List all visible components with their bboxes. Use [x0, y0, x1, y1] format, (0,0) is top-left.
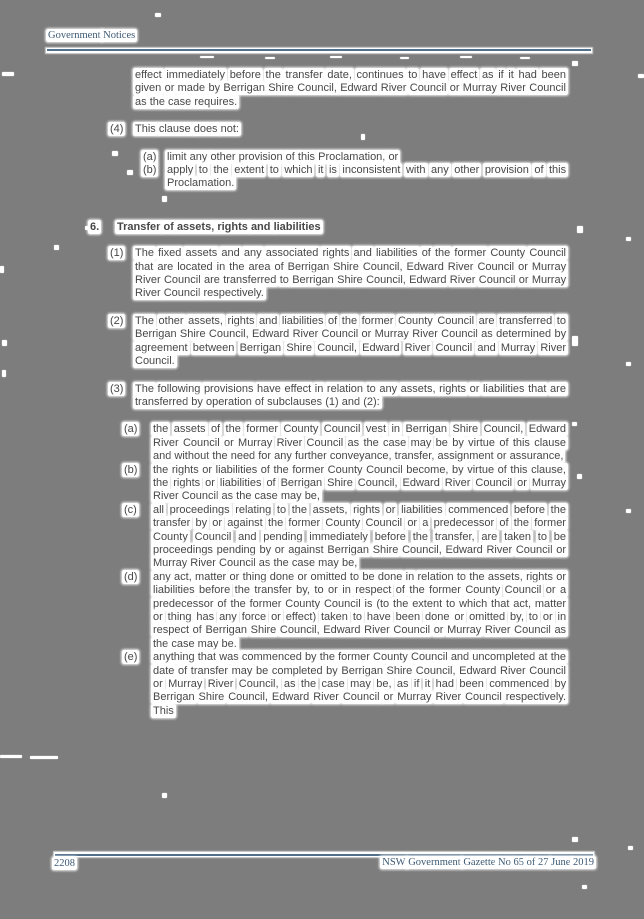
noise-speck: [155, 13, 161, 17]
clause-4-item-a: (a) limit any other provision of this Pr…: [90, 149, 566, 164]
noise-speck: [2, 370, 6, 377]
noise-speck: [162, 196, 167, 202]
item-text: apply to the extent to which it is incon…: [165, 163, 569, 191]
item-label: (b): [122, 462, 140, 477]
item-text: the assets of the former County Council …: [151, 422, 569, 464]
noise-speck: [572, 61, 578, 66]
noise-speck: [626, 237, 631, 241]
clause-4-number: (4): [108, 122, 126, 137]
clause-6-3-item-a: (a) the assets of the former County Coun…: [90, 422, 569, 464]
clause-4-items: (a) limit any other provision of this Pr…: [90, 149, 569, 191]
section-6-heading: 6. Transfer of assets, rights and liabil…: [88, 219, 566, 234]
item-label: (c): [122, 502, 139, 517]
clause-number: (1): [108, 246, 126, 261]
scan-artifact: [460, 56, 472, 58]
footer-rule: [54, 852, 594, 857]
noise-speck: [361, 134, 365, 140]
noise-speck: [2, 72, 14, 76]
noise-speck: [626, 509, 631, 513]
noise-speck: [638, 74, 644, 78]
item-text: all proceedings relating to the assets, …: [151, 502, 569, 571]
section-title: Transfer of assets, rights and liabiliti…: [115, 219, 323, 234]
clause-6-3-item-d: (d) any act, matter or thing done or omi…: [90, 569, 569, 651]
clause-text: The fixed assets and any associated righ…: [133, 246, 569, 301]
clause-text: The following provisions have effect in …: [133, 381, 568, 409]
noise-speck: [127, 170, 133, 175]
clause-6-3-item-e: (e) anything that was commenced by the f…: [90, 650, 569, 718]
noise-speck: [2, 340, 7, 346]
clause-6-2: (2) The other assets, rights and liabili…: [90, 313, 569, 369]
page-title: Government Notices: [46, 29, 138, 42]
noise-speck: [628, 846, 633, 850]
scan-artifact: [330, 56, 342, 58]
item-label: (a): [141, 149, 159, 164]
item-text: the rights or liabilities of the former …: [151, 462, 569, 504]
item-label: (d): [122, 569, 140, 584]
item-text: anything that was commenced by the forme…: [151, 650, 569, 718]
noise-speck: [54, 245, 59, 250]
noise-speck: [0, 266, 4, 273]
item-label: (b): [141, 163, 159, 178]
noise-speck: [582, 885, 587, 889]
noise-speck: [162, 793, 167, 798]
item-label: (e): [122, 650, 140, 665]
clause-text: The other assets, rights and liabilities…: [133, 313, 569, 369]
clause-6-3-item-c: (c) all proceedings relating to the asse…: [90, 502, 569, 571]
section-number: 6.: [88, 219, 102, 234]
clause-4-text: This clause does not:: [133, 122, 241, 137]
clause-number: (2): [108, 313, 126, 328]
noise-speck: [572, 336, 578, 346]
item-text: any act, matter or thing done or omitted…: [151, 569, 569, 651]
noise-speck: [626, 362, 631, 366]
noise-speck: [572, 837, 578, 842]
gazette-reference: NSW Government Gazette No 65 of 27 June …: [380, 856, 596, 869]
noise-speck: [30, 756, 58, 759]
noise-speck: [572, 422, 577, 426]
scan-artifact: [520, 57, 530, 59]
clause-6-3: (3) The following provisions have effect…: [90, 381, 568, 410]
clause-4: (4) This clause does not:: [90, 122, 566, 137]
noise-speck: [577, 226, 583, 233]
paragraph-continuation: effect immediately before the transfer d…: [133, 68, 568, 109]
noise-speck: [577, 474, 582, 479]
clause-6-3-item-b: (b) the rights or liabilities of the for…: [90, 462, 569, 504]
clause-number: (3): [108, 381, 126, 396]
document-body: effect immediately before the transfer d…: [88, 68, 569, 718]
noise-speck: [112, 151, 118, 156]
scan-artifact: [400, 57, 409, 59]
page-number: 2208: [52, 857, 77, 870]
item-label: (a): [122, 422, 140, 437]
scan-artifact: [265, 57, 275, 59]
clause-6-1: (1) The fixed assets and any associated …: [90, 246, 569, 301]
scan-artifact: [200, 56, 214, 58]
clause-6-3-items: (a) the assets of the former County Coun…: [90, 422, 569, 718]
clause-4-item-b: (b) apply to the extent to which it is i…: [90, 163, 569, 191]
noise-speck: [85, 226, 90, 230]
noise-speck: [0, 755, 22, 758]
header-rule: [46, 48, 592, 53]
item-text: limit any other provision of this Procla…: [165, 149, 401, 164]
